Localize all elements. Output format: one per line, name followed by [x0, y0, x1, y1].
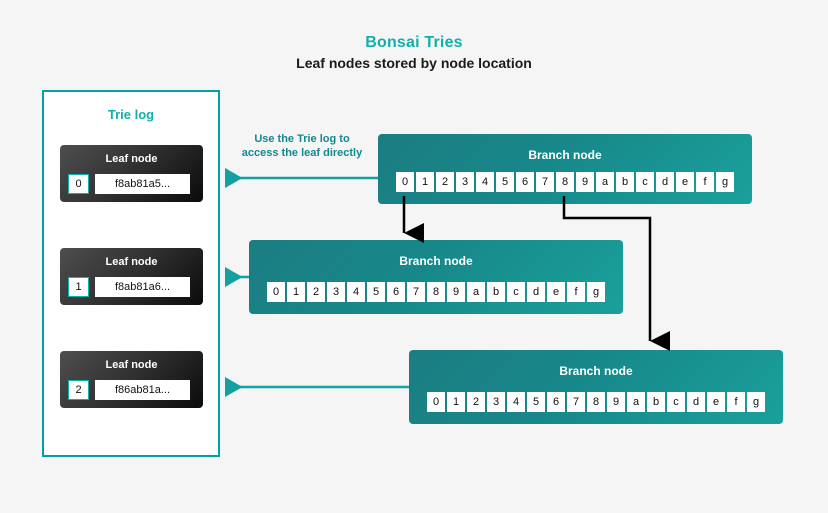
- leaf-node-row: 2 f86ab81a...: [68, 380, 190, 400]
- branch-cell-g[interactable]: g: [716, 172, 734, 192]
- annotation-line-1: Use the Trie log to: [254, 133, 350, 145]
- leaf-node-label: Leaf node: [105, 359, 158, 371]
- leaf-node-2[interactable]: Leaf node 2 f86ab81a...: [60, 351, 203, 408]
- trie-log-annotation: Use the Trie log to access the leaf dire…: [226, 132, 378, 160]
- leaf-node-label: Leaf node: [105, 256, 158, 268]
- branch-cell-d[interactable]: d: [687, 392, 705, 412]
- branch-cell-e[interactable]: e: [707, 392, 725, 412]
- branch-cell-0[interactable]: 0: [396, 172, 414, 192]
- branch-cell-4[interactable]: 4: [347, 282, 365, 302]
- branch-cell-c[interactable]: c: [507, 282, 525, 302]
- leaf-node-row: 0 f8ab81a5...: [68, 174, 190, 194]
- branch-cell-a[interactable]: a: [596, 172, 614, 192]
- branch-cell-8[interactable]: 8: [587, 392, 605, 412]
- annotation-line-2: access the leaf directly: [241, 147, 363, 159]
- branch-cell-4[interactable]: 4: [476, 172, 494, 192]
- trie-log-title: Trie log: [107, 107, 155, 122]
- leaf-hash-box: f86ab81a...: [95, 380, 190, 400]
- page-title: Bonsai Tries: [365, 34, 463, 51]
- leaf-hash-box: f8ab81a6...: [95, 277, 190, 297]
- branch-cell-7[interactable]: 7: [407, 282, 425, 302]
- branch-cell-c[interactable]: c: [636, 172, 654, 192]
- branch-cell-2[interactable]: 2: [307, 282, 325, 302]
- leaf-hash-box: f8ab81a5...: [95, 174, 190, 194]
- branch-cell-7[interactable]: 7: [567, 392, 585, 412]
- leaf-node-row: 1 f8ab81a6...: [68, 277, 190, 297]
- branch-cell-3[interactable]: 3: [456, 172, 474, 192]
- branch-cell-3[interactable]: 3: [327, 282, 345, 302]
- branch-cell-9[interactable]: 9: [607, 392, 625, 412]
- branch-cell-2[interactable]: 2: [467, 392, 485, 412]
- branch-cell-g[interactable]: g: [587, 282, 605, 302]
- branch-cell-8[interactable]: 8: [427, 282, 445, 302]
- branch-cell-e[interactable]: e: [547, 282, 565, 302]
- leaf-node-label: Leaf node: [105, 153, 158, 165]
- branch-cell-0[interactable]: 0: [427, 392, 445, 412]
- leaf-node-0[interactable]: Leaf node 0 f8ab81a5...: [60, 145, 203, 202]
- branch-cell-9[interactable]: 9: [576, 172, 594, 192]
- branch-cell-c[interactable]: c: [667, 392, 685, 412]
- page-subtitle: Leaf nodes stored by node location: [296, 55, 532, 71]
- branch-cell-6[interactable]: 6: [547, 392, 565, 412]
- branch-cell-d[interactable]: d: [527, 282, 545, 302]
- branch-node-label: Branch node: [528, 148, 602, 162]
- branch-cell-0[interactable]: 0: [267, 282, 285, 302]
- branch-cell-b[interactable]: b: [616, 172, 634, 192]
- branch-cell-1[interactable]: 1: [416, 172, 434, 192]
- branch-cell-b[interactable]: b: [487, 282, 505, 302]
- leaf-index-box: 0: [68, 174, 89, 194]
- branch-cell-g[interactable]: g: [747, 392, 765, 412]
- branch-cell-f[interactable]: f: [567, 282, 585, 302]
- branch-cell-4[interactable]: 4: [507, 392, 525, 412]
- branch-cell-7[interactable]: 7: [536, 172, 554, 192]
- leaf-index-box: 1: [68, 277, 89, 297]
- branch-cell-5[interactable]: 5: [367, 282, 385, 302]
- leaf-index-box: 2: [68, 380, 89, 400]
- branch-cell-a[interactable]: a: [627, 392, 645, 412]
- branch-cell-1[interactable]: 1: [447, 392, 465, 412]
- branch-cell-d[interactable]: d: [656, 172, 674, 192]
- branch-cell-8[interactable]: 8: [556, 172, 574, 192]
- branch-cell-1[interactable]: 1: [287, 282, 305, 302]
- branch-cell-9[interactable]: 9: [447, 282, 465, 302]
- branch-node-label: Branch node: [559, 364, 633, 378]
- branch-node-label: Branch node: [399, 254, 473, 268]
- branch-cell-6[interactable]: 6: [516, 172, 534, 192]
- leaf-node-1[interactable]: Leaf node 1 f8ab81a6...: [60, 248, 203, 305]
- branch-cell-f[interactable]: f: [727, 392, 745, 412]
- branch-cell-b[interactable]: b: [647, 392, 665, 412]
- branch-cell-5[interactable]: 5: [527, 392, 545, 412]
- branch-cell-e[interactable]: e: [676, 172, 694, 192]
- branch-cell-f[interactable]: f: [696, 172, 714, 192]
- branch-cell-5[interactable]: 5: [496, 172, 514, 192]
- branch-cell-2[interactable]: 2: [436, 172, 454, 192]
- branch-cell-3[interactable]: 3: [487, 392, 505, 412]
- branch-cell-6[interactable]: 6: [387, 282, 405, 302]
- branch-cell-a[interactable]: a: [467, 282, 485, 302]
